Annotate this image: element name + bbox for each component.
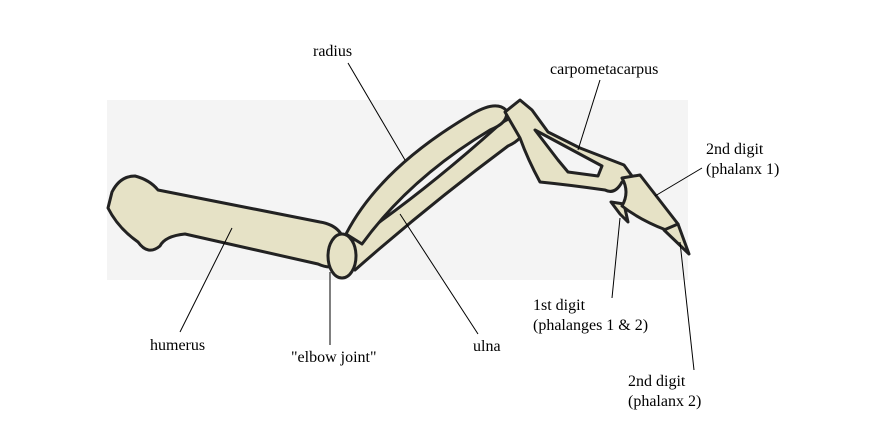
label-digit1: 1st digit (phalanges 1 & 2) xyxy=(533,296,648,336)
humerus-leader-line xyxy=(179,227,233,333)
elbow-joint-bone xyxy=(326,232,358,280)
label-ulna: ulna xyxy=(473,338,501,355)
label-humerus: humerus xyxy=(150,337,206,354)
radius-leader-line xyxy=(347,62,406,161)
label-digit2-phalanx2: 2nd digit (phalanx 2) xyxy=(628,372,701,412)
digit1-leader-line xyxy=(611,217,621,299)
label-text: 2nd digit xyxy=(628,373,686,390)
digit2-phalanx2-bone xyxy=(662,222,691,256)
carpometacarpus-leader-line xyxy=(577,79,601,151)
digit2-phalanx2-leader-line xyxy=(679,241,695,371)
carpometacarpus-gap xyxy=(533,128,604,178)
label-text: 2nd digit xyxy=(706,141,764,158)
ulna-leader-line xyxy=(399,213,479,335)
label-carpometacarpus: carpometacarpus xyxy=(550,61,659,78)
label-radius: radius xyxy=(313,43,353,60)
label-text: 1st digit xyxy=(533,297,586,314)
label-text: (phalanges 1 & 2) xyxy=(533,317,649,334)
label-text: (phalanx 2) xyxy=(628,393,702,410)
label-text: (phalanx 1) xyxy=(706,161,780,178)
label-elbow-joint: "elbow joint" xyxy=(291,349,377,366)
label-digit2-phalanx1: 2nd digit (phalanx 1) xyxy=(706,140,779,180)
digit2-phalanx1-leader-line xyxy=(654,167,703,197)
